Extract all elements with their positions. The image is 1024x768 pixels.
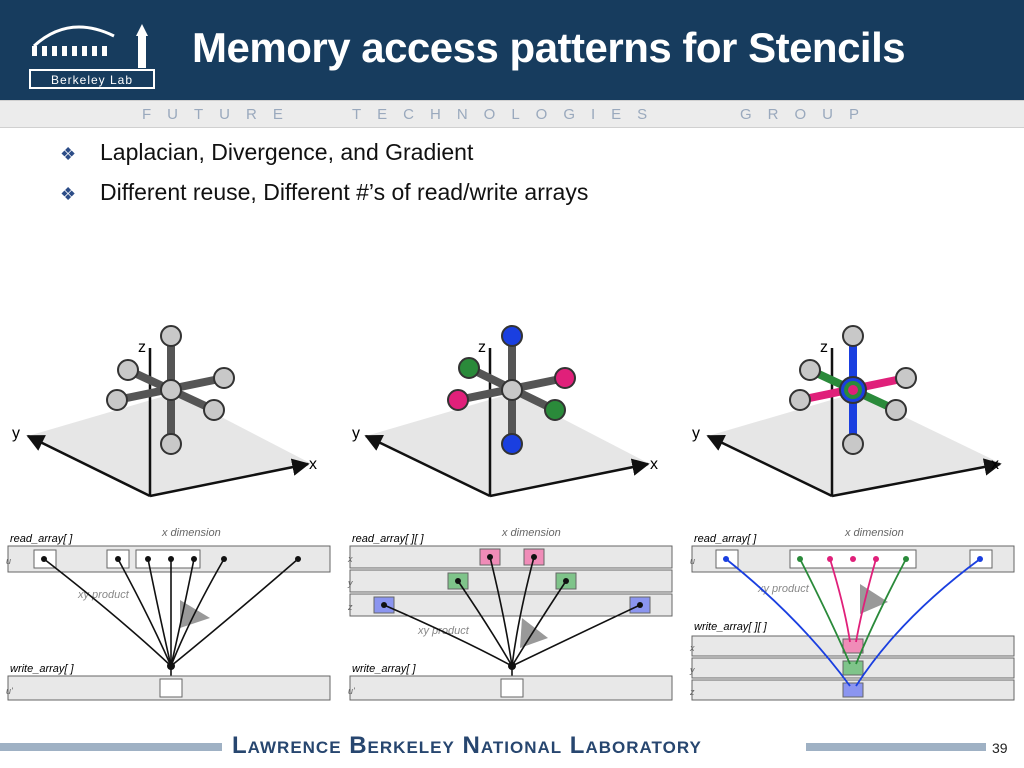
memory-diagram-divergence: read_array[ ][ ] x dimension x y z xy pr…: [347, 527, 673, 701]
axis-y-label: y: [352, 425, 360, 442]
row-label: u: [6, 556, 11, 566]
berkeley-lab-logo: Berkeley Lab: [29, 24, 155, 89]
diamond-bullet-icon: ❖: [60, 144, 77, 164]
memory-diagram-laplacian: read_array[ ] x dimension u xy product w…: [6, 527, 331, 701]
x-dimension-label: x dimension: [501, 527, 561, 539]
xy-product-label: xy product: [77, 589, 130, 601]
row-label: x: [689, 643, 695, 653]
page-number: 39: [992, 740, 1008, 756]
bullet-item: ❖ Laplacian, Divergence, and Gradient: [60, 138, 588, 178]
logo-wordmark: Berkeley Lab: [51, 73, 133, 87]
row-label: u: [690, 556, 695, 566]
stencil-3d-divergence: z y x: [352, 325, 658, 498]
row-label: z: [347, 602, 353, 612]
axis-z-label: z: [138, 339, 146, 356]
footer-rule-left: [0, 743, 222, 751]
row-label: y: [347, 578, 353, 588]
tagline-word-group: GROUP: [740, 106, 876, 123]
read-array-label: read_array[ ]: [694, 533, 757, 545]
bullet-text: Laplacian, Divergence, and Gradient: [100, 139, 474, 165]
footer-rule-right: [806, 743, 986, 751]
diamond-bullet-icon: ❖: [60, 184, 77, 204]
stencil-figure: z y x read_array[ ] x dimension u xy pro…: [6, 325, 1015, 701]
read-array-label: read_array[ ][ ]: [352, 533, 424, 545]
read-array-label: read_array[ ]: [10, 533, 73, 545]
x-dimension-label: x dimension: [161, 527, 221, 539]
row-label: y: [689, 665, 695, 675]
x-dimension-label: x dimension: [844, 527, 904, 539]
write-array-label: write_array[ ]: [10, 663, 75, 675]
memory-diagram-gradient: read_array[ ] x dimension u xy product w…: [689, 527, 1015, 701]
bullet-text: Different reuse, Different #’s of read/w…: [100, 179, 589, 205]
stencil-3d-laplacian: z y x: [12, 325, 317, 498]
slide-header: Berkeley Lab Memory access patterns for …: [0, 0, 1024, 100]
row-label: u': [348, 686, 355, 696]
axis-z-label: z: [820, 339, 828, 356]
axis-y-label: y: [692, 425, 700, 442]
tagline-bar: FUTURE TECHNOLOGIES GROUP: [0, 100, 1024, 128]
stencil-3d-gradient: z y x: [692, 325, 1002, 498]
axis-z-label: z: [478, 339, 486, 356]
tagline-word-future: FUTURE: [142, 106, 299, 123]
row-label: z: [689, 687, 695, 697]
axis-x-label: x: [991, 456, 999, 473]
row-label: x: [347, 554, 353, 564]
row-label: u': [6, 686, 13, 696]
axis-y-label: y: [12, 425, 20, 442]
axis-x-label: x: [650, 456, 658, 473]
bullet-list: ❖ Laplacian, Divergence, and Gradient ❖ …: [60, 138, 588, 218]
slide-title: Memory access patterns for Stencils: [192, 24, 906, 71]
bullet-item: ❖ Different reuse, Different #’s of read…: [60, 178, 588, 218]
xy-product-label: xy product: [757, 583, 810, 595]
write-array-label: write_array[ ]: [352, 663, 417, 675]
write-array-label: write_array[ ][ ]: [694, 621, 768, 633]
axis-x-label: x: [309, 456, 317, 473]
tagline-word-technologies: TECHNOLOGIES: [352, 106, 664, 123]
footer-lab-name: Lawrence Berkeley National Laboratory: [232, 732, 702, 759]
